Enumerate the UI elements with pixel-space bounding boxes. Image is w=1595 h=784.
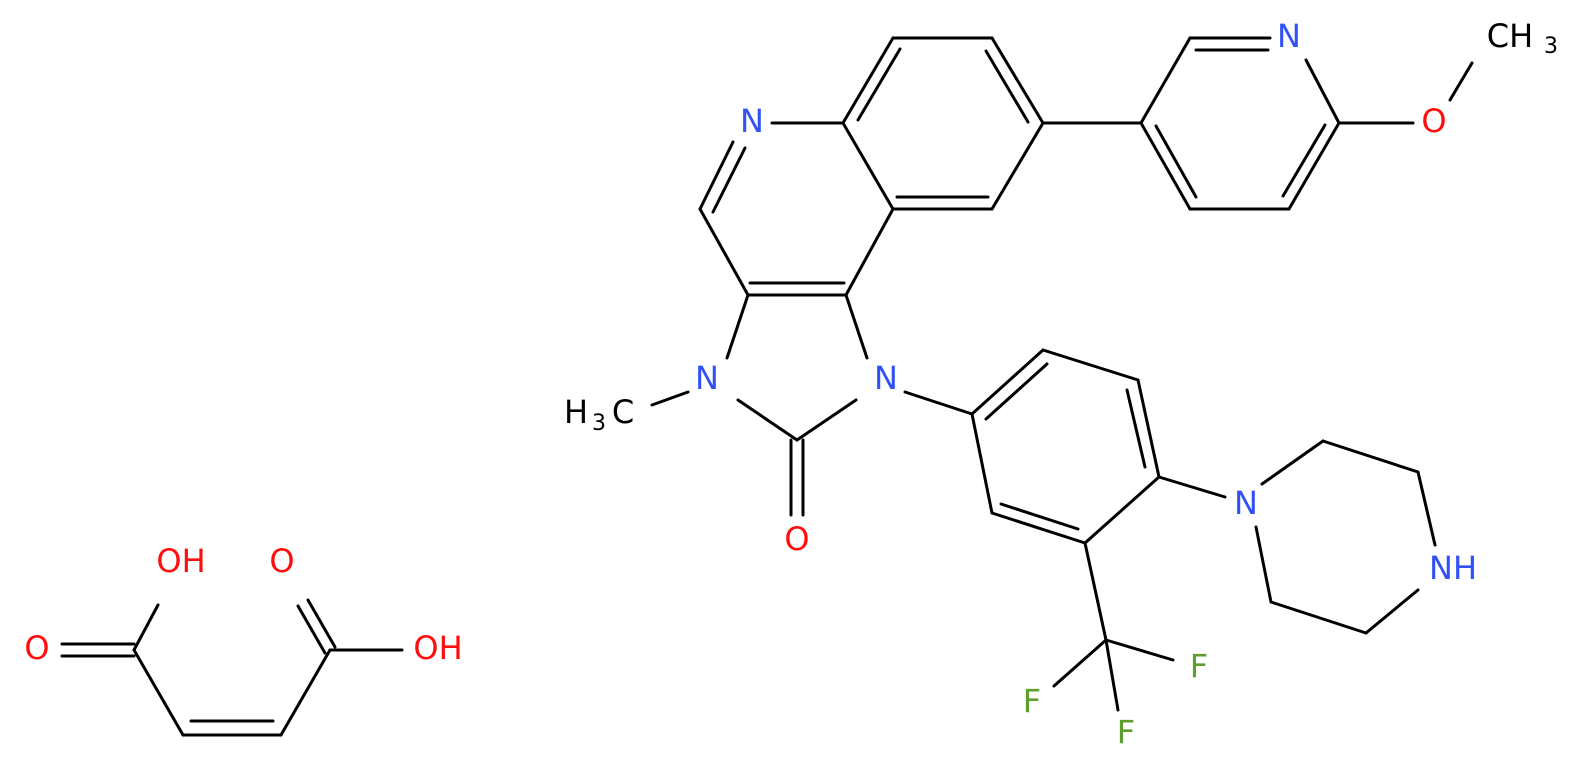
atom-o-2: O <box>269 542 294 580</box>
bond <box>903 390 974 416</box>
bond <box>1448 61 1474 102</box>
bond <box>650 390 690 407</box>
bond <box>990 511 1087 545</box>
atom-n-pyridine: N <box>1277 17 1301 55</box>
bond <box>1104 638 1175 662</box>
atom-f-3: F <box>1117 713 1135 751</box>
atom-n3: N <box>695 359 719 397</box>
atom-labels: N N O CH 3 N N H 3 C O N NH F F F OH O O… <box>24 17 1558 751</box>
atom-n-quinoline: N <box>740 102 764 140</box>
bond <box>1304 58 1341 125</box>
atom-o-1: O <box>24 629 49 667</box>
bond-double-inner <box>1281 123 1327 198</box>
bond <box>1052 638 1108 688</box>
bond <box>279 648 332 737</box>
bond <box>725 293 750 360</box>
bond <box>1287 121 1341 211</box>
bond <box>1254 525 1273 604</box>
bond <box>970 348 1045 416</box>
atom-oh-1: OH <box>156 542 205 580</box>
atom-methyl-h: H <box>564 393 588 431</box>
bond <box>990 36 1045 125</box>
atom-n1: N <box>874 359 898 397</box>
bond <box>132 648 185 737</box>
bond <box>1136 378 1161 479</box>
bond <box>698 140 735 211</box>
bond <box>1104 638 1120 712</box>
atom-o-methoxy: O <box>1421 102 1446 140</box>
bond <box>795 398 858 442</box>
atom-f-2: F <box>1023 682 1041 720</box>
bond <box>990 121 1045 211</box>
bond <box>296 604 327 655</box>
atom-oh-2: OH <box>413 629 462 667</box>
bond-double-inner <box>711 146 747 214</box>
bond <box>1321 439 1420 474</box>
bond <box>1083 541 1108 642</box>
bond-double-inner <box>984 49 1030 124</box>
atom-n-piperazine: N <box>1234 484 1258 522</box>
bond <box>1041 348 1140 382</box>
atom-methyl-h-sub: 3 <box>592 411 606 436</box>
bond <box>844 207 895 297</box>
bond <box>1139 121 1192 211</box>
bond <box>1083 475 1161 545</box>
bond <box>1416 470 1437 547</box>
bond <box>841 36 895 125</box>
bond <box>1364 588 1420 635</box>
bond <box>841 121 895 211</box>
atom-methyl-c: C <box>612 393 634 431</box>
bond-double-inner <box>1125 388 1147 469</box>
bond-double-inner <box>999 502 1080 531</box>
bond <box>736 398 799 442</box>
bond <box>306 598 337 649</box>
bond <box>1157 475 1227 499</box>
bond <box>844 293 869 360</box>
atom-nh-piperazine: NH <box>1429 549 1477 587</box>
bond <box>1260 439 1325 486</box>
bond <box>1269 600 1368 635</box>
atom-methyl-sub: 3 <box>1544 34 1558 59</box>
atom-o-carbonyl: O <box>784 520 809 558</box>
bonds <box>60 36 1474 737</box>
bond-double-inner <box>1154 124 1198 199</box>
atom-f-1: F <box>1190 647 1208 685</box>
atom-methyl-ch: CH <box>1487 17 1533 55</box>
bond-double-inner <box>984 362 1049 421</box>
bond <box>1139 36 1192 125</box>
bond-double-inner <box>856 47 902 122</box>
bond <box>970 412 994 515</box>
bond <box>132 603 160 652</box>
bond <box>698 207 750 297</box>
